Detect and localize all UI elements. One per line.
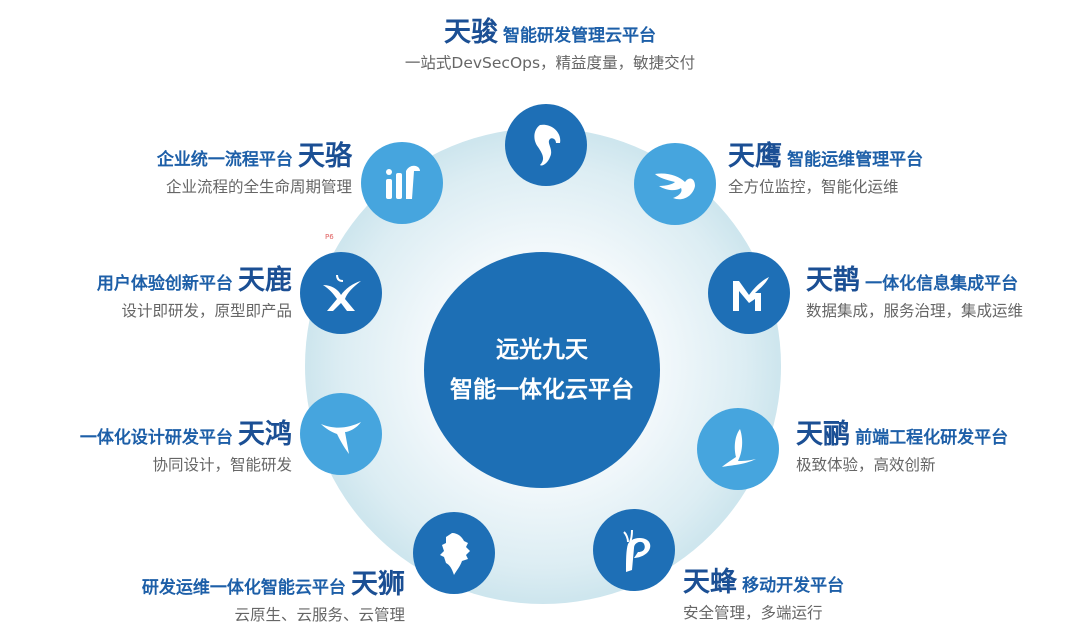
tianfeng-node[interactable]	[593, 509, 675, 591]
tianhong-label: 一体化设计研发平台 天鸿 协同设计，智能研发	[79, 419, 292, 474]
tianfeng-label: 天蜂 移动开发平台 安全管理，多端运行	[683, 567, 845, 622]
center-subtitle: 智能一体化云平台	[450, 377, 634, 403]
magpie-m-icon	[733, 277, 769, 311]
center-hub: 远光九天 智能一体化云平台	[424, 252, 660, 488]
deer-x-icon	[323, 274, 361, 311]
page-marker: P6	[325, 233, 334, 241]
tianshi-label: 研发运维一体化智能云平台 天狮 云原生、云服务、云管理	[141, 569, 405, 624]
tianjun-label: 天骏 智能研发管理云平台 一站式DevSecOps，精益度量，敏捷交付	[404, 17, 696, 72]
tianluo-node[interactable]	[361, 142, 443, 224]
lion-icon	[440, 533, 470, 575]
tianque-label: 天鹊 一体化信息集成平台 数据集成，服务治理，集成运维	[806, 265, 1024, 320]
camel-logo-icon	[386, 165, 420, 199]
tianjun-node[interactable]	[505, 104, 587, 186]
oriole-l-icon	[722, 429, 756, 467]
tianlu-node[interactable]	[300, 252, 382, 334]
tianlu-label: 用户体验创新平台 天鹿 设计即研发，原型即产品	[96, 265, 292, 320]
tianshi-node[interactable]	[413, 512, 495, 594]
horse-icon	[534, 124, 561, 166]
swan-t-icon	[321, 422, 361, 454]
eagle-icon	[655, 173, 695, 200]
tianque-node[interactable]	[708, 252, 790, 334]
tianli-label: 天鹂 前端工程化研发平台 极致体验，高效创新	[796, 419, 1009, 474]
tianying-label: 天鹰 智能运维管理平台 全方位监控，智能化运维	[728, 141, 924, 196]
tianhong-node[interactable]	[300, 393, 382, 475]
bee-p-icon	[623, 529, 651, 572]
tianluo-label: 企业统一流程平台 天骆 企业流程的全生命周期管理	[156, 141, 352, 196]
tianli-node[interactable]	[697, 408, 779, 490]
tianying-node[interactable]	[634, 143, 716, 225]
center-title: 远光九天	[496, 337, 588, 363]
